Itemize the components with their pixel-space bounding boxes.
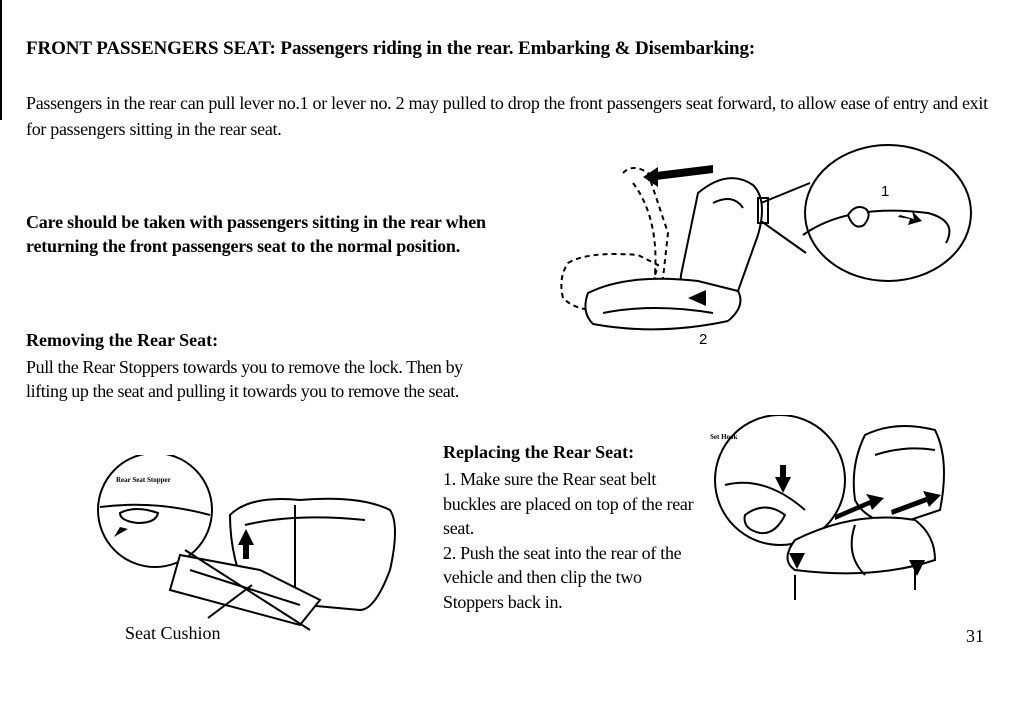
front-seat-illustration [560,144,972,331]
intro-paragraph: Passengers in the rear can pull lever no… [26,93,988,139]
page-heading: FRONT PASSENGERS SEAT: Passengers riding… [26,38,756,59]
replacing-step-2: 2. Push the seat into the rear of the ve… [443,542,682,612]
removing-body: Pull the Rear Stoppers towards you to re… [26,357,463,401]
seat-cushion-caption: Seat Cushion [125,623,221,643]
removing-title: Removing the Rear Seat: [26,330,219,350]
lever-1-label: 1 [881,183,890,200]
caution-paragraph: Care should be taken with passengers sit… [26,212,486,256]
rear-seat-removal-figure: Rear Seat Stopper [80,452,400,635]
rear-seat-removal-illustration [97,452,396,631]
rear-seat-stopper-label: Rear Seat Stopper [116,476,171,484]
rear-seat-replace-illustration [714,414,945,600]
page-number: 31 [966,626,984,646]
replacing-title: Replacing the Rear Seat: [443,442,635,462]
lever-2-label: 2 [699,331,708,348]
margin-rule [0,0,2,120]
replacing-steps: 1. Make sure the Rear seat belt buckles … [443,467,703,614]
set-hook-label: Set Hook [710,433,738,441]
replacing-step-1: 1. Make sure the Rear seat belt buckles … [443,469,694,538]
rear-seat-replace-figure: Set Hook [705,414,950,620]
front-seat-figure: 1 2 [548,143,978,353]
